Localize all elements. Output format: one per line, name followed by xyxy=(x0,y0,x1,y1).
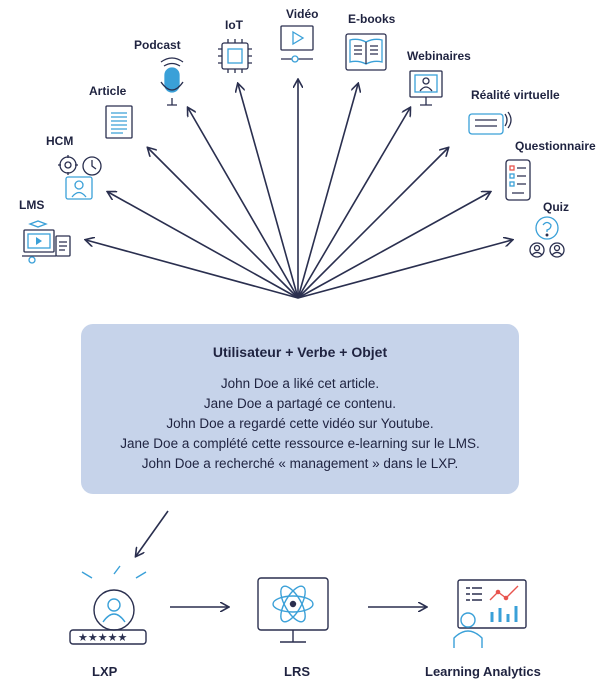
lms-icon xyxy=(22,220,71,264)
fan-arrow-iot xyxy=(238,84,299,299)
label-lms: LMS xyxy=(19,198,45,212)
statement-line: John Doe a recherché « management » dans… xyxy=(141,456,459,471)
fan-arrow-ebooks xyxy=(297,84,358,299)
fan-arrow-podcast xyxy=(188,108,299,299)
iot-chip-icon xyxy=(218,39,252,73)
article-icon xyxy=(105,105,133,139)
fan-arrow-hcm xyxy=(108,192,299,299)
label-questionnaire: Questionnaire xyxy=(515,139,596,153)
label-article: Article xyxy=(89,84,127,98)
box-to-lxp-arrow xyxy=(136,510,169,556)
label-lrs: LRS xyxy=(284,664,310,679)
svg-text:★★★★★: ★★★★★ xyxy=(78,631,127,644)
ebook-icon xyxy=(345,33,387,71)
fan-arrow-questionnaire xyxy=(297,192,490,299)
label-hcm: HCM xyxy=(46,134,74,148)
fan-arrow-webinaires xyxy=(297,108,410,299)
label-learning-analytics: Learning Analytics xyxy=(425,664,541,679)
statement-line: Jane Doe a complété cette ressource e-le… xyxy=(120,436,480,451)
analytics-presenter-icon xyxy=(453,579,527,648)
lrs-monitor-icon xyxy=(257,577,329,643)
statement-line: Jane Doe a partagé ce contenu. xyxy=(203,396,397,411)
statement-examples: John Doe a liké cet article. Jane Doe a … xyxy=(81,374,519,474)
hcm-icon xyxy=(58,155,102,200)
label-iot: IoT xyxy=(225,18,243,32)
label-vr: Réalité virtuelle xyxy=(471,88,560,102)
statement-line: John Doe a regardé cette vidéo sur Youtu… xyxy=(166,416,434,431)
label-podcast: Podcast xyxy=(134,38,181,52)
podcast-icon xyxy=(160,57,184,106)
video-icon xyxy=(280,25,314,63)
label-video: Vidéo xyxy=(286,7,319,21)
label-ebooks: E-books xyxy=(348,12,396,26)
label-webinaires: Webinaires xyxy=(407,49,471,63)
statement-line: John Doe a liké cet article. xyxy=(220,376,380,391)
questionnaire-icon xyxy=(505,159,531,201)
fan-arrow-quiz xyxy=(297,240,512,299)
quiz-icon xyxy=(529,216,565,258)
label-quiz: Quiz xyxy=(543,200,569,214)
fan-arrow-lms xyxy=(86,240,299,299)
vr-headset-icon xyxy=(468,111,512,135)
fan-arrow-article xyxy=(148,148,299,299)
statement-box-title: Utilisateur + Verbe + Objet xyxy=(212,344,388,360)
label-lxp: LXP xyxy=(92,664,118,679)
statement-box: Utilisateur + Verbe + Objet John Doe a l… xyxy=(81,324,519,494)
webinar-icon xyxy=(409,70,443,106)
fan-arrow-vr xyxy=(297,148,448,299)
lxp-user-rating-icon: ★★★★★ xyxy=(69,565,147,645)
fan-arrows xyxy=(86,80,512,299)
